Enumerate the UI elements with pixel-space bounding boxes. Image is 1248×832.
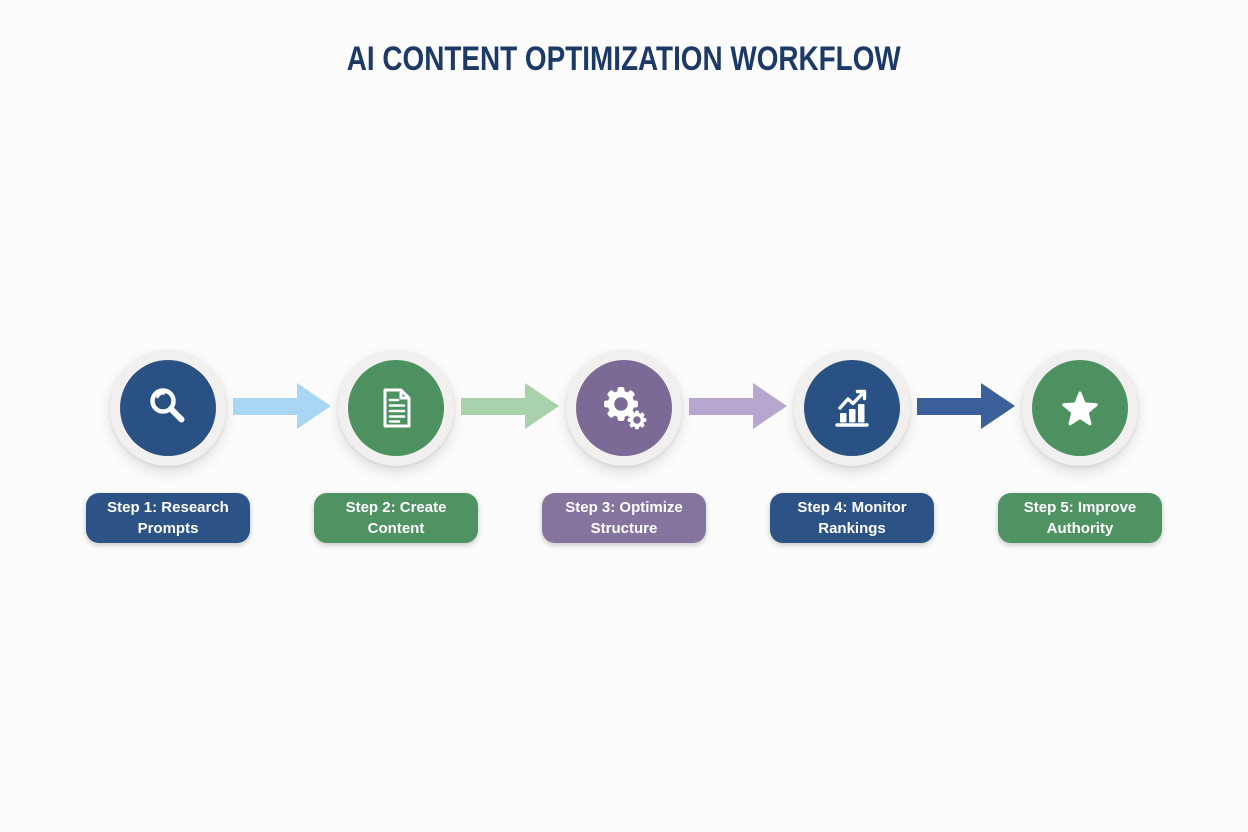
step-3-circle-ring xyxy=(566,350,682,466)
step-2: Step 2: Create Content xyxy=(282,350,510,550)
arrow-1 xyxy=(233,383,331,429)
step-5: Step 5: Improve Authority xyxy=(966,350,1194,550)
step-4-label: Step 4: Monitor Rankings xyxy=(770,493,934,543)
step-3-label-line2: Structure xyxy=(590,520,658,537)
star-icon xyxy=(1056,384,1104,432)
page-title-wrap: AI CONTENT OPTIMIZATION WORKFLOW xyxy=(0,40,1248,79)
arrow-3 xyxy=(689,383,787,429)
arrow-3-bar xyxy=(689,397,753,415)
bar-chart-icon xyxy=(828,384,876,432)
step-1-label-line1: Step 1: Research xyxy=(107,499,229,516)
arrow-2-bar xyxy=(461,397,525,415)
step-5-circle xyxy=(1032,360,1128,456)
page-title: AI CONTENT OPTIMIZATION WORKFLOW xyxy=(347,40,901,78)
step-3-label: Step 3: Optimize Structure xyxy=(542,493,706,543)
step-2-label-line1: Step 2: Create xyxy=(345,499,447,516)
step-2-circle xyxy=(348,360,444,456)
step-5-circle-ring xyxy=(1022,350,1138,466)
step-1-circle-ring xyxy=(110,350,226,466)
step-3: Step 3: Optimize Structure xyxy=(510,350,738,550)
step-4-circle-ring xyxy=(794,350,910,466)
step-2-label-line2: Content xyxy=(367,520,425,537)
step-5-label: Step 5: Improve Authority xyxy=(998,493,1162,543)
magnifier-icon xyxy=(144,384,192,432)
step-5-label-line1: Step 5: Improve xyxy=(1023,499,1137,516)
step-2-label: Step 2: Create Content xyxy=(314,493,478,543)
step-1-label: Step 1: Research Prompts xyxy=(86,493,250,543)
step-4: Step 4: Monitor Rankings xyxy=(738,350,966,550)
step-3-label-line1: Step 3: Optimize xyxy=(565,499,683,516)
arrow-4 xyxy=(917,383,1015,429)
step-4-label-line2: Rankings xyxy=(818,520,886,537)
step-1-circle xyxy=(120,360,216,456)
step-3-circle xyxy=(576,360,672,456)
step-5-label-line2: Authority xyxy=(1046,520,1114,537)
step-4-label-line1: Step 4: Monitor xyxy=(797,499,907,516)
step-1: Step 1: Research Prompts xyxy=(54,350,282,550)
gears-icon xyxy=(600,384,648,432)
arrow-2 xyxy=(461,383,559,429)
step-4-circle xyxy=(804,360,900,456)
arrow-1-bar xyxy=(233,397,297,415)
step-2-circle-ring xyxy=(338,350,454,466)
arrow-4-bar xyxy=(917,397,981,415)
document-icon xyxy=(372,384,420,432)
step-1-label-line2: Prompts xyxy=(137,520,199,537)
